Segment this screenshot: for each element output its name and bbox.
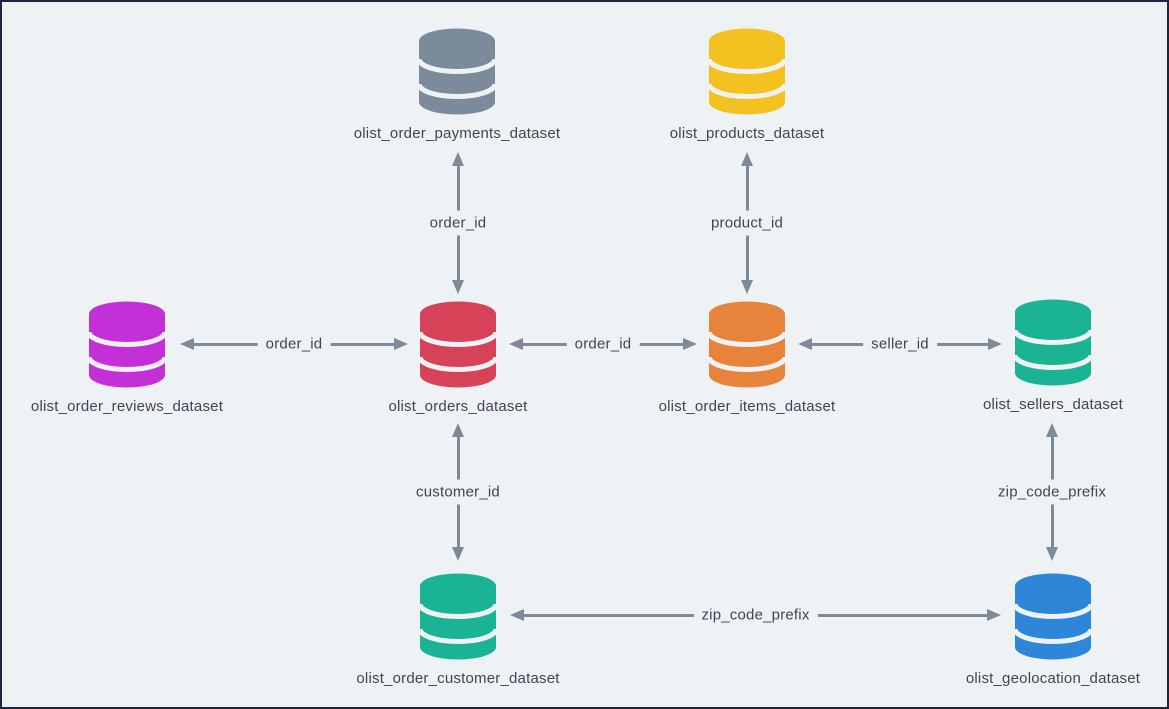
arrowhead-down-icon [452, 280, 464, 294]
database-icon [418, 28, 496, 115]
node-label: olist_orders_dataset [388, 398, 528, 415]
edge-label: product_id [707, 210, 787, 236]
node-label: olist_order_payments_dataset [353, 125, 561, 142]
edge-label: order_id [566, 334, 640, 354]
arrowhead-right-icon [683, 338, 697, 350]
arrowhead-left-icon [510, 609, 524, 621]
arrowhead-right-icon [987, 609, 1001, 621]
node-olist-products-dataset: olist_products_dataset [632, 28, 862, 142]
database-icon [419, 573, 497, 660]
arrowhead-left-icon [180, 338, 194, 350]
arrowhead-right-icon [988, 338, 1002, 350]
node-label: olist_geolocation_dataset [965, 670, 1141, 687]
edge-label: seller_id [863, 334, 937, 354]
node-label: olist_products_dataset [669, 125, 825, 142]
edge-label: customer_id [413, 479, 503, 505]
arrowhead-down-icon [452, 547, 464, 561]
node-olist-orders-dataset: olist_orders_dataset [343, 301, 573, 415]
arrowhead-up-icon [1046, 423, 1058, 437]
node-label: olist_order_reviews_dataset [30, 398, 224, 415]
edge-label: zip_code_prefix [994, 479, 1110, 505]
database-icon [708, 301, 786, 388]
node-olist-geolocation-dataset: olist_geolocation_dataset [938, 573, 1167, 687]
edge-label: order_id [257, 334, 331, 354]
database-icon [88, 301, 166, 388]
database-icon [419, 301, 497, 388]
database-icon [708, 28, 786, 115]
database-icon [1014, 299, 1092, 386]
node-olist-sellers-dataset: olist_sellers_dataset [938, 299, 1167, 413]
edge-label: order_id [426, 210, 490, 236]
node-label: olist_sellers_dataset [982, 396, 1124, 413]
arrowhead-left-icon [509, 338, 523, 350]
arrowhead-up-icon [452, 152, 464, 166]
arrowhead-down-icon [741, 280, 753, 294]
arrowhead-up-icon [741, 152, 753, 166]
arrowhead-down-icon [1046, 547, 1058, 561]
node-olist-order-customer-dataset: olist_order_customer_dataset [343, 573, 573, 687]
arrowhead-up-icon [452, 423, 464, 437]
node-label: olist_order_items_dataset [658, 398, 836, 415]
node-label: olist_order_customer_dataset [356, 670, 560, 687]
arrowhead-right-icon [394, 338, 408, 350]
node-olist-order-reviews-dataset: olist_order_reviews_dataset [12, 301, 242, 415]
node-olist-order-items-dataset: olist_order_items_dataset [632, 301, 862, 415]
arrowhead-left-icon [798, 338, 812, 350]
node-olist-order-payments-dataset: olist_order_payments_dataset [342, 28, 572, 142]
database-icon [1014, 573, 1092, 660]
edge-label: zip_code_prefix [693, 605, 818, 625]
